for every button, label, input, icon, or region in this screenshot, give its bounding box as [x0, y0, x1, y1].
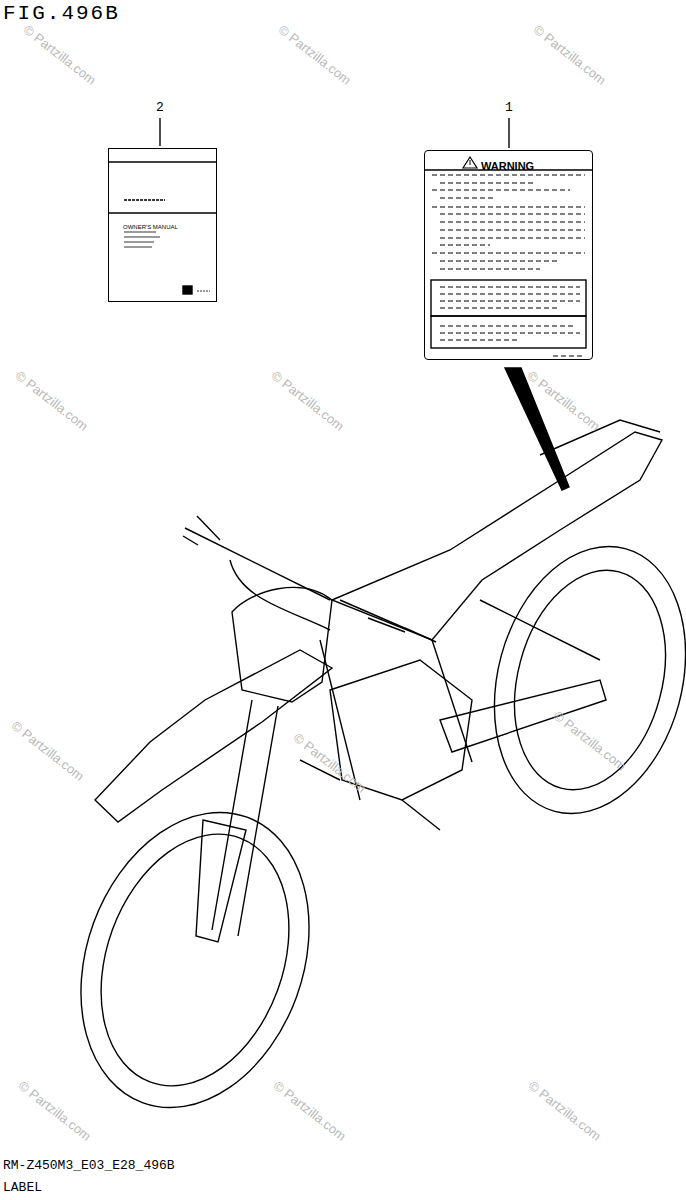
watermark: © Partzilla.com: [271, 1078, 349, 1144]
watermark: © Partzilla.com: [551, 708, 629, 774]
warning-label: WARNING: [424, 150, 593, 360]
watermark: © Partzilla.com: [276, 22, 354, 88]
watermark: © Partzilla.com: [269, 368, 347, 434]
leader-line: [508, 118, 509, 148]
watermark: © Partzilla.com: [531, 22, 609, 88]
figure-name: LABEL: [3, 1180, 42, 1195]
label-heading: WARNING: [481, 160, 534, 172]
callout-number: 1: [505, 100, 513, 115]
watermark: © Partzilla.com: [9, 718, 87, 784]
figure-code: RM-Z450M3_E03_E28_496B: [3, 1158, 175, 1173]
callout-number: 2: [156, 100, 164, 115]
watermark: © Partzilla.com: [13, 368, 91, 434]
watermark: © Partzilla.com: [526, 1078, 604, 1144]
label-heading: OWNER'S MANUAL: [123, 224, 178, 230]
leader-line: [159, 118, 160, 146]
figure-title: FIG.496B: [3, 2, 120, 25]
watermark: © Partzilla.com: [16, 1078, 94, 1144]
watermark: © Partzilla.com: [291, 730, 369, 796]
watermark: © Partzilla.com: [21, 22, 99, 88]
owners-manual: OWNER'S MANUAL: [108, 148, 217, 302]
